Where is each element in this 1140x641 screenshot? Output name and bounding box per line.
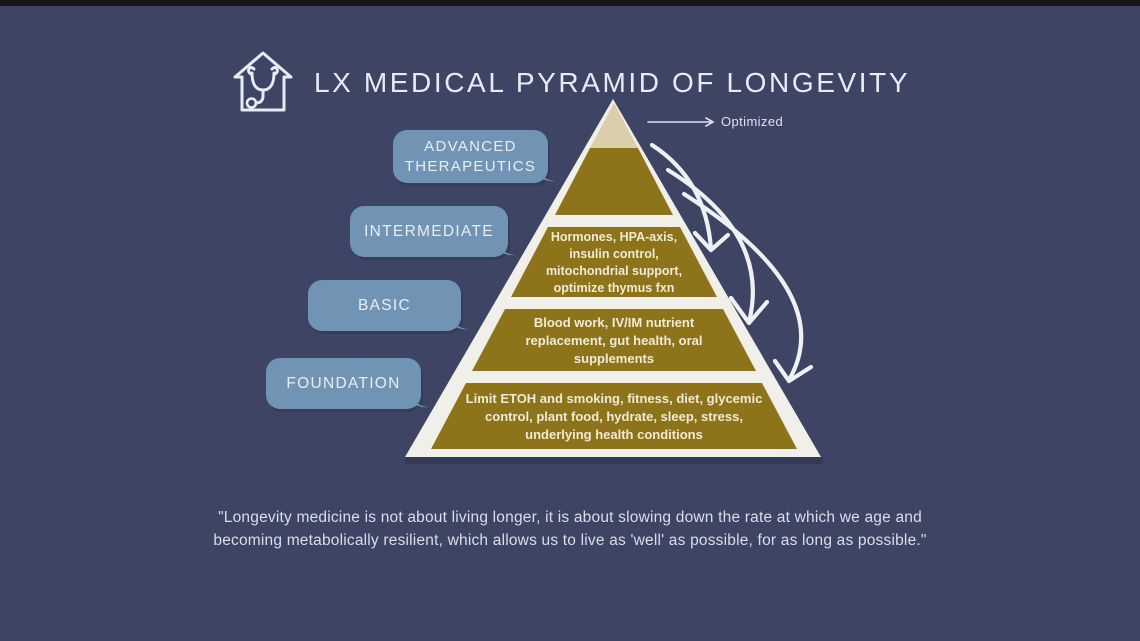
tier-text-basic: Blood work, IV/IM nutrient replacement, …	[525, 315, 703, 366]
pyramid-apex-optimized	[590, 103, 638, 148]
bubble-tail	[537, 168, 556, 182]
label-bubble-basic: BASIC	[308, 280, 469, 331]
letterbox-bar	[0, 0, 1140, 6]
cascade-arrow-long	[681, 191, 814, 384]
label-bubble-advanced-therapeutics: ADVANCED THERAPEUTICS	[393, 130, 556, 183]
page-title: LX MEDICAL PYRAMID OF LONGEVITY	[314, 67, 911, 98]
tier-text-intermediate: Hormones, HPA-axis, insulin control, mit…	[545, 230, 683, 295]
optimized-label: Optimized	[721, 114, 784, 129]
bubble-label-text: FOUNDATION	[286, 374, 401, 392]
label-bubble-intermediate: INTERMEDIATE	[350, 206, 516, 257]
bubble-tail	[410, 394, 429, 408]
quote-text: "Longevity medicine is not about living …	[213, 509, 927, 549]
bubble-tail	[450, 316, 469, 330]
pyramid-tier-advanced	[555, 148, 673, 215]
tier-text-foundation: Limit ETOH and smoking, fitness, diet, g…	[465, 391, 763, 442]
header: LX MEDICAL PYRAMID OF LONGEVITY	[228, 48, 910, 118]
pyramid-base-shadow	[405, 457, 823, 464]
bubble-tail	[497, 242, 516, 256]
pyramid-tier-basic	[472, 309, 756, 371]
house-stethoscope-icon	[233, 51, 293, 112]
bubble-label-text: BASIC	[357, 296, 411, 314]
optimized-pointer-arrow	[647, 117, 715, 127]
label-bubble-foundation: FOUNDATION	[266, 358, 429, 409]
cascade-arrow-medium	[665, 167, 770, 326]
bubble-label-text: ADVANCED THERAPEUTICS	[404, 137, 537, 175]
pyramid-tier-foundation	[431, 383, 797, 449]
pyramid-tier-intermediate	[511, 227, 717, 297]
bubble-label-text: INTERMEDIATE	[364, 222, 494, 240]
